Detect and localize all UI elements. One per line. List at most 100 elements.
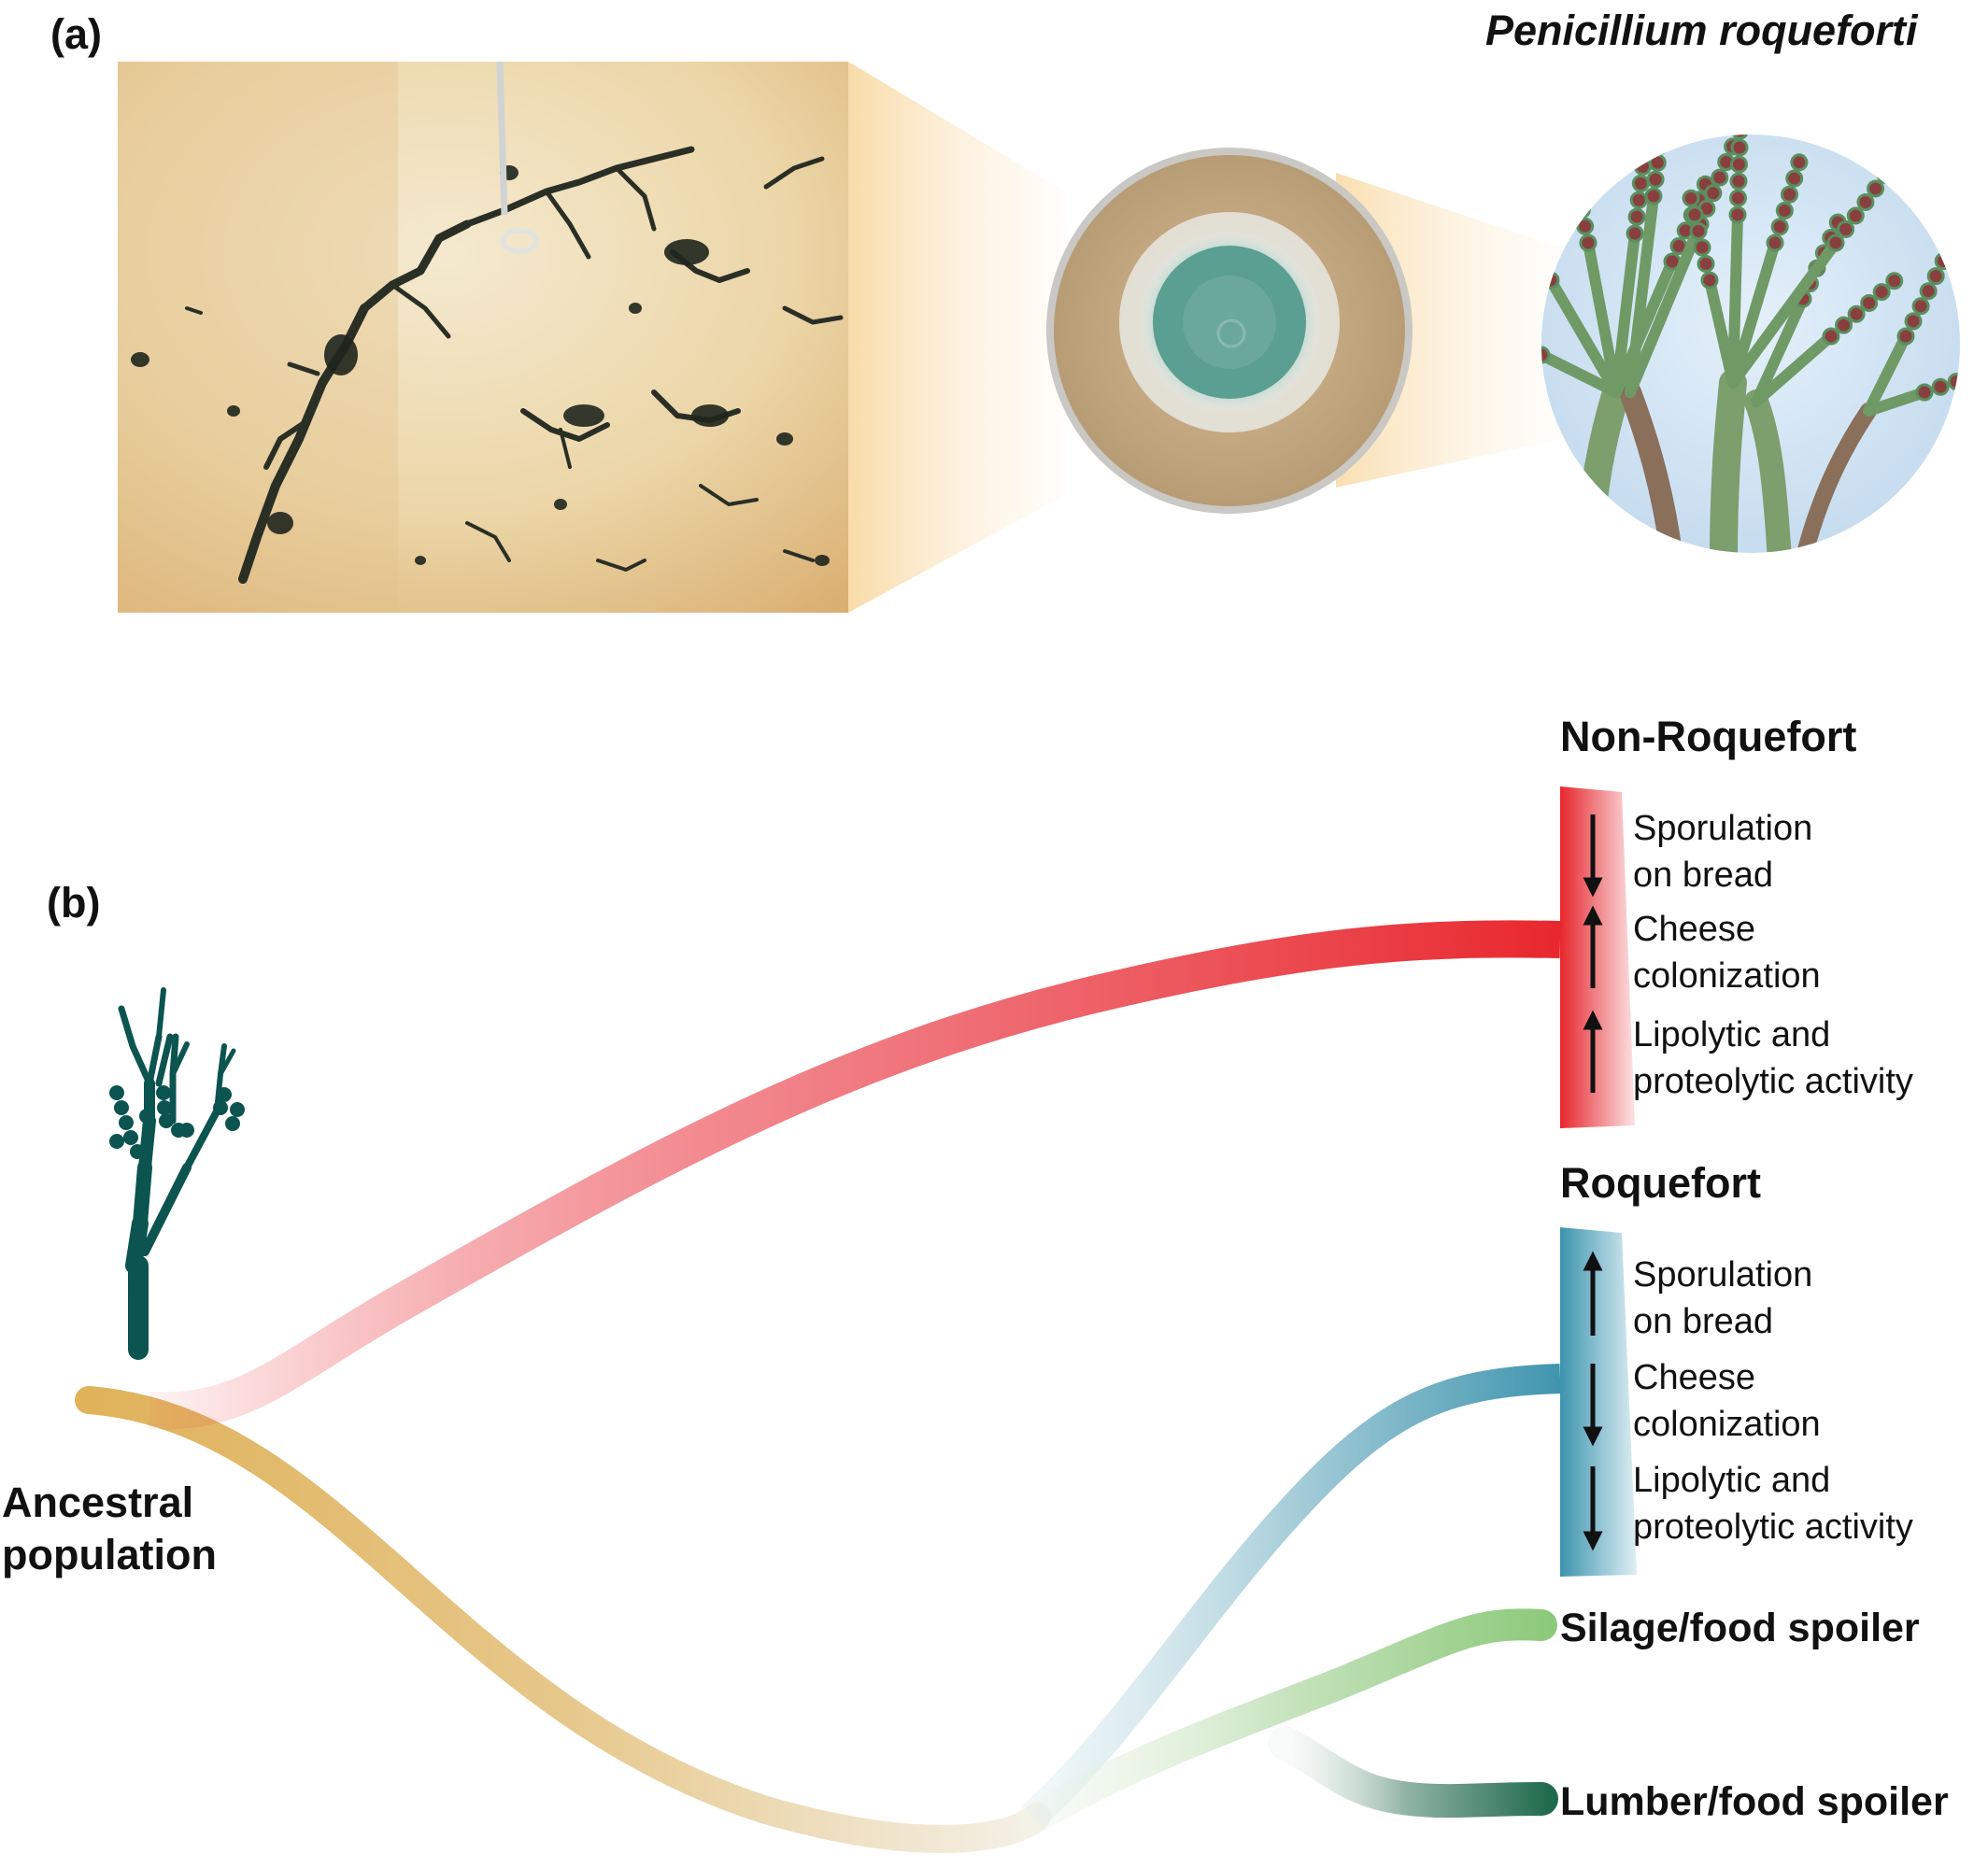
spore [1631, 174, 1650, 192]
roquefort-trait-3-line1: Lipolytic and [1633, 1461, 1831, 1500]
spore [1656, 106, 1671, 120]
spore [1785, 169, 1804, 188]
spore [1697, 254, 1715, 273]
spore [1981, 363, 1988, 378]
spore [1856, 192, 1875, 211]
spore [1911, 297, 1930, 316]
spore [1896, 327, 1915, 346]
spore [1931, 377, 1950, 396]
non-roquefort-branch [149, 920, 1561, 1430]
non-roquefort-trait-bar [1560, 786, 1635, 1128]
hypha [1751, 293, 1809, 407]
hypha [1625, 191, 1659, 398]
spore [1653, 134, 1671, 139]
microscope-view-conidiophores [1501, 106, 1988, 553]
spore [1563, 151, 1582, 170]
roquefort-branch [1022, 1364, 1561, 1828]
hypha [1727, 237, 1841, 389]
non-roquefort-trait-2-line2: colonization [1633, 956, 1821, 996]
non-roquefort-heading: Non-Roquefort [1560, 713, 1857, 760]
spore [1627, 207, 1646, 226]
fungus-spores-icon [109, 1085, 245, 1159]
spore [1569, 184, 1588, 203]
hypha [1625, 219, 1706, 398]
spore [1700, 271, 1719, 290]
spore [1775, 202, 1794, 220]
hypha [1545, 275, 1622, 398]
hypha [1863, 387, 1930, 417]
spore [1510, 215, 1525, 230]
spore [1693, 238, 1711, 257]
panel-a-label: (a) [50, 10, 102, 58]
spore [1872, 283, 1891, 302]
spore [1689, 221, 1708, 240]
hypha [1710, 369, 1747, 553]
hypha [1541, 349, 1622, 398]
spore [1965, 369, 1980, 384]
zoom-cone-cheese-to-dish [848, 62, 1065, 613]
spore [1766, 234, 1784, 252]
spore [1636, 141, 1654, 160]
roquefort-trait-2-line1: Cheese [1633, 1358, 1755, 1397]
spore [1576, 217, 1595, 235]
roquefort-trait-3-line2: proteolytic activity [1633, 1507, 1913, 1547]
non-roquefort-trait-3-line2: proteolytic activity [1633, 1062, 1913, 1101]
non-roquefort-trait-3-line1: Lipolytic and [1633, 1015, 1831, 1054]
roquefort-trait-2-line2: colonization [1633, 1405, 1821, 1444]
roquefort-trait-bar [1560, 1227, 1637, 1577]
spore [1648, 153, 1667, 172]
spore [1934, 252, 1952, 271]
hypha [1611, 256, 1678, 398]
spore [1579, 234, 1598, 252]
roquefort-trait-1-line2: on bread [1633, 1302, 1774, 1341]
hypha [1583, 237, 1622, 398]
spore [1729, 172, 1748, 191]
spore [1572, 201, 1591, 219]
spore [1846, 206, 1865, 225]
spore [1847, 304, 1866, 323]
lumber-spoiler-branch [1268, 1726, 1558, 1818]
spore [1501, 200, 1516, 215]
spore [1826, 234, 1845, 252]
spore [1860, 293, 1879, 312]
spore [1685, 205, 1704, 224]
spore [1790, 153, 1809, 172]
ancestral-population-line1: Ancestral [2, 1479, 194, 1526]
spore [1728, 189, 1747, 207]
hypha [1863, 331, 1911, 417]
spore [1541, 346, 1551, 364]
ancestral-population-line2: population [2, 1531, 217, 1578]
spore [1728, 205, 1747, 224]
spore [1822, 327, 1840, 346]
hypha [1751, 331, 1837, 407]
silage-spoiler-label: Silage/food spoiler [1560, 1606, 1920, 1650]
blue-cheese-photo [118, 62, 848, 613]
spore [1837, 219, 1855, 238]
silage-spoiler-branch [1016, 1608, 1557, 1835]
spore [1730, 138, 1749, 157]
spore [1770, 218, 1789, 236]
spore [1835, 316, 1853, 334]
hypha [1795, 403, 1877, 553]
lumber-spoiler-label: Lumber/food spoiler [1560, 1779, 1949, 1824]
spore [1729, 155, 1748, 174]
spore [1876, 165, 1895, 184]
non-roquefort-trait-1-line1: Sporulation [1633, 809, 1813, 848]
hypha [1619, 381, 1683, 553]
hypha [1727, 237, 1781, 389]
spore [1947, 373, 1960, 391]
spore [1711, 168, 1729, 187]
spore [1682, 189, 1700, 207]
ancestral-branch [75, 1386, 1051, 1853]
spore [1646, 170, 1665, 189]
spore [1633, 157, 1652, 176]
spore [1915, 383, 1934, 402]
spore [1629, 191, 1648, 209]
fungus-conidiophore-icon [118, 987, 236, 1360]
spore [1567, 167, 1585, 186]
hypha [1727, 209, 1743, 389]
roquefort-trait-1-line1: Sporulation [1633, 1255, 1813, 1295]
non-roquefort-trait-2-line1: Cheese [1633, 910, 1755, 949]
spore [1650, 136, 1668, 155]
spore [1626, 224, 1644, 243]
